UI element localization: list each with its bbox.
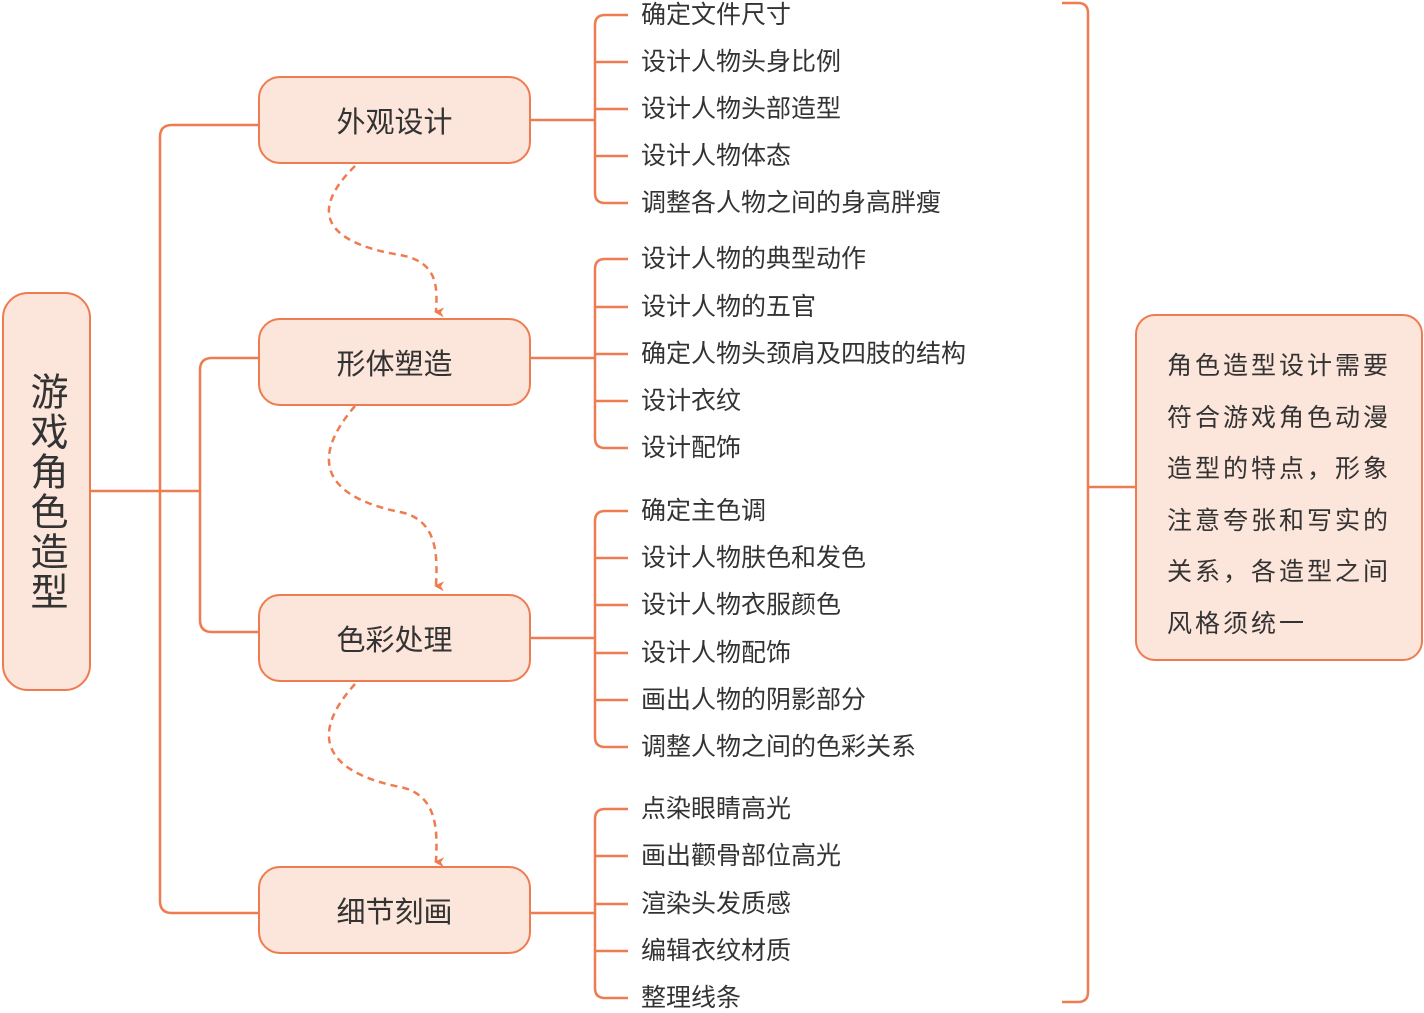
note-line: 造型的特点，形象: [1167, 454, 1392, 483]
branch-form-shaping: 形体塑造: [258, 318, 531, 406]
branch-appearance-design: 外观设计: [258, 76, 531, 164]
note-line: 符合游戏角色动漫: [1167, 402, 1392, 432]
branch-label: 细节刻画: [336, 895, 453, 929]
leaf-item: 设计人物头身比例: [641, 47, 842, 76]
flow-arrow-1: [327, 165, 445, 318]
leaf-item: 设计人物体态: [641, 141, 792, 170]
leaf-item: 画出人物的阴影部分: [641, 685, 867, 714]
big-bracket: [1062, 1, 1135, 1004]
leaf-item: 设计人物衣服颜色: [641, 590, 842, 619]
flow-arrow-2: [327, 405, 445, 592]
leaf-item: 编辑衣纹材质: [641, 936, 792, 965]
leaf-item: 调整人物之间的色彩关系: [641, 732, 917, 761]
leaf-item: 设计人物头部造型: [641, 94, 842, 123]
leaf-item: 设计人物的五官: [641, 292, 817, 321]
note-line: 关系，各造型之间: [1167, 557, 1392, 586]
leaf-item: 设计人物配饰: [641, 638, 792, 667]
leaf-item: 确定文件尺寸: [641, 0, 792, 29]
branch-label: 形体塑造: [336, 347, 453, 381]
leaf-item: 设计人物肤色和发色: [641, 543, 867, 572]
leaf-item: 确定人物头颈肩及四肢的结构: [641, 339, 967, 368]
leaf-item: 设计衣纹: [641, 386, 742, 415]
branch-label: 色彩处理: [336, 623, 453, 657]
note-line: 风格须统一: [1167, 608, 1308, 638]
leaf-item: 确定主色调: [641, 496, 767, 525]
note-line: 注意夸张和写实的: [1167, 505, 1392, 535]
leaf-item: 设计配饰: [641, 433, 742, 462]
leaf-bracket: [531, 807, 628, 1000]
flow-arrow-3: [327, 683, 445, 868]
root-label: 游戏角色造型: [24, 371, 68, 612]
branch-label: 外观设计: [336, 105, 453, 139]
leaf-item: 画出颧骨部位高光: [641, 841, 842, 870]
leaf-item: 调整各人物之间的身高胖瘦: [641, 188, 942, 217]
leaf-item: 整理线条: [641, 983, 742, 1012]
branch-detail-drawing: 细节刻画: [258, 866, 531, 954]
leaf-item: 点染眼睛高光: [641, 794, 792, 823]
root-node: 游戏角色造型: [2, 292, 91, 691]
leaf-bracket: [531, 13, 628, 205]
note-line: 角色造型设计需要: [1167, 351, 1392, 380]
note-box: 角色造型设计需要 符合游戏角色动漫 造型的特点，形象 注意夸张和写实的 关系，各…: [1135, 314, 1423, 661]
leaf-item: 设计人物的典型动作: [641, 244, 867, 273]
outer-spine: [158, 123, 258, 915]
branch-color-processing: 色彩处理: [258, 594, 531, 682]
leaf-item: 渲染头发质感: [641, 889, 792, 918]
leaf-bracket: [531, 509, 628, 749]
inner-spine: [198, 356, 258, 634]
leaf-bracket: [531, 257, 628, 450]
